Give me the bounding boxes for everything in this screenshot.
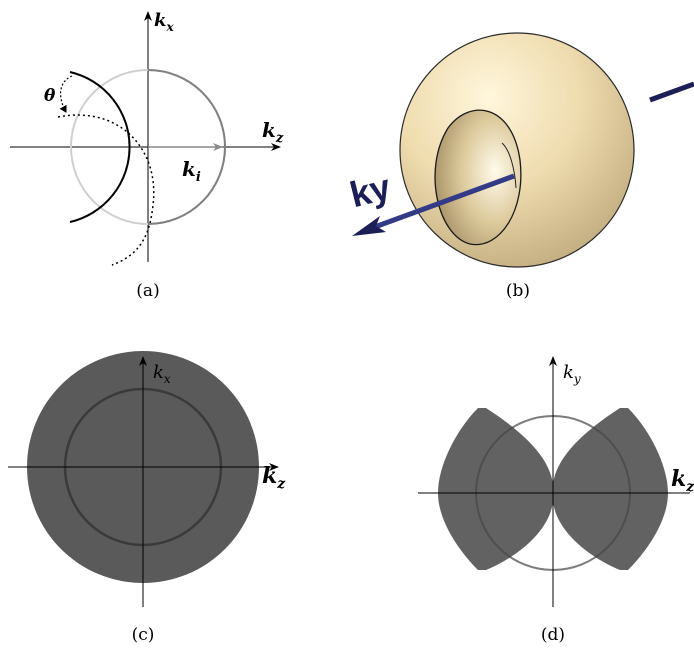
theta-arrow	[59, 75, 73, 113]
kz-label-c: kz	[262, 463, 286, 492]
sphere-hole	[434, 109, 522, 246]
kx-label-a: kx	[154, 10, 174, 34]
ky-label-d: ky	[563, 362, 581, 386]
panel-b: ky (b)	[346, 32, 694, 301]
panel-c: kx kz (c)	[8, 351, 286, 645]
sphere-hole-inner	[501, 142, 517, 189]
ewald-arc-solid	[69, 71, 131, 223]
panel-a: kx kz ki θ (a)	[10, 10, 284, 301]
ky-arrowhead	[352, 216, 386, 236]
lobe-left-d	[438, 408, 554, 570]
ky-label-b: ky	[346, 166, 395, 215]
caption-b: (b)	[506, 281, 530, 301]
theta-label: θ	[44, 86, 56, 106]
panel-d: ky kz (d)	[418, 356, 694, 645]
kx-label-c: kx	[153, 362, 171, 386]
ky-axis-front	[371, 173, 515, 231]
kz-label-d: kz	[671, 466, 694, 495]
kz-label-a: kz	[262, 118, 284, 146]
caption-d: (d)	[541, 625, 565, 645]
caption-c: (c)	[132, 625, 155, 645]
lobe-right-d	[552, 408, 668, 570]
ky-axis-back	[649, 81, 694, 103]
caption-a: (a)	[136, 281, 159, 301]
gray-arc-a	[147, 69, 226, 225]
ki-label: ki	[182, 157, 201, 185]
